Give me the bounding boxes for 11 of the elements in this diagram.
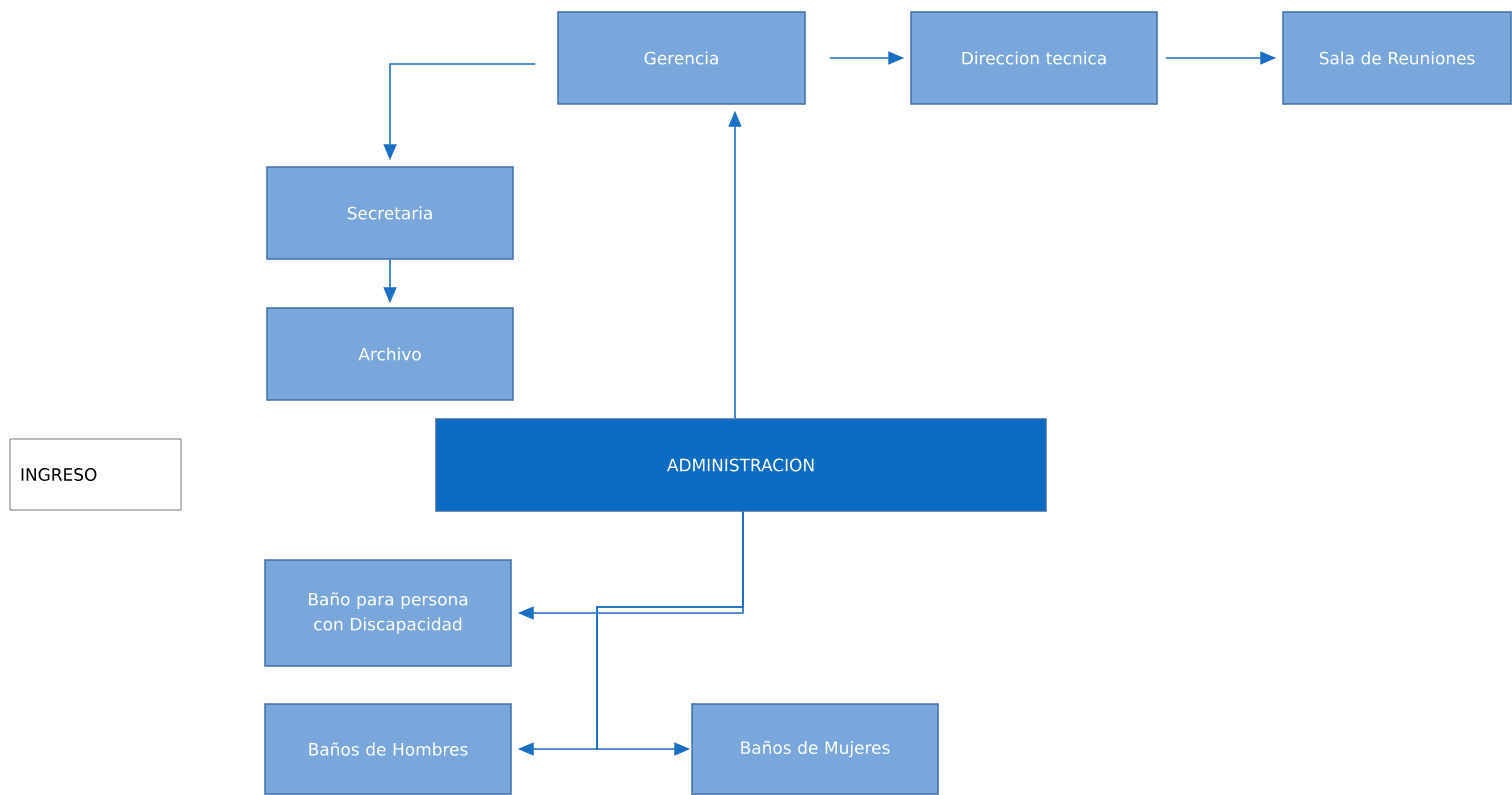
arrow (596, 510, 744, 756)
room-box: Baño para persona con Discapacidad (264, 559, 512, 667)
room-box: Secretaria (266, 166, 514, 260)
room-box: Gerencia (557, 11, 806, 105)
room-box: Direccion tecnica (910, 11, 1158, 105)
room-box: Baños de Mujeres (691, 703, 939, 795)
room-box: Archivo (266, 307, 514, 401)
room-box: Baños de Hombres (264, 703, 512, 795)
main-room-box: ADMINISTRACION (435, 418, 1047, 512)
entrance-box: INGRESO (9, 438, 182, 511)
room-box: Sala de Reuniones (1282, 11, 1512, 105)
